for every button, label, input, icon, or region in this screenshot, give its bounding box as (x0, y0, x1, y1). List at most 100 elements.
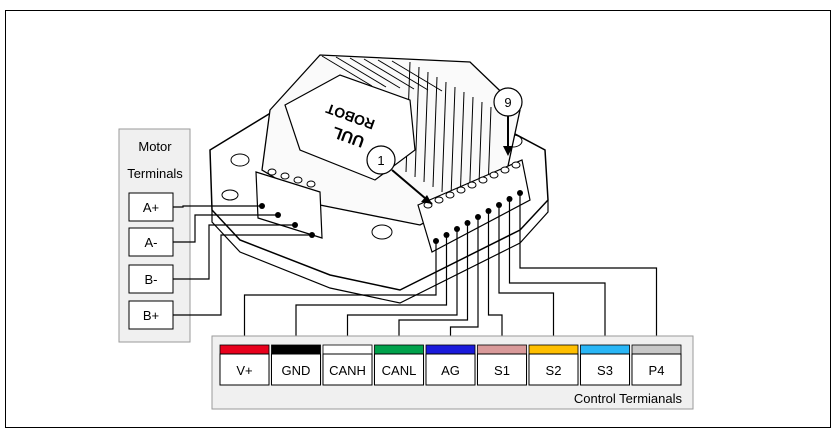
control-wire (519, 193, 658, 345)
screw-icon (267, 168, 277, 176)
control-terminal-label: V+ (236, 363, 252, 378)
motor-wire (173, 234, 312, 316)
control-terminal: P4 (631, 344, 682, 386)
heatsink-fin (349, 57, 401, 89)
screw-icon (280, 172, 290, 180)
motor-wire (173, 224, 295, 280)
mount-hole-icon (230, 153, 250, 167)
screw-icon (467, 181, 477, 189)
motor-terminal: A+ (128, 192, 174, 222)
callout-label: 1 (377, 153, 384, 168)
motor-terminal-box (128, 264, 174, 294)
wire-dot-icon (275, 212, 281, 218)
terminal-color-bar (528, 344, 579, 355)
motor-terminal-label: A+ (143, 200, 159, 215)
control-terminal-box (425, 353, 476, 386)
mount-hole-icon (221, 189, 239, 201)
screw-icon (489, 171, 499, 179)
screw-icon (445, 191, 455, 199)
control-terminal-label: P4 (649, 363, 665, 378)
heatsink-fin (321, 55, 373, 87)
wire-dot-icon (496, 202, 502, 208)
heatsink-fin (363, 58, 415, 90)
control-terminals-group: V+ GND CANH CANL AG S1 S2 S3 P4 Control Termiana… (211, 335, 694, 410)
control-terminal-box (477, 353, 527, 386)
control-terminal-label: S1 (494, 363, 510, 378)
figure-frame (5, 10, 831, 428)
control-terminal-box (271, 353, 321, 386)
wire-dot-icon (443, 232, 450, 238)
terminal-color-bar (322, 344, 373, 355)
pin-callout-1: 1 (366, 145, 433, 205)
control-terminal: CANH (322, 344, 373, 386)
mount-hole-icon (371, 224, 393, 240)
control-terminal: S3 (580, 344, 630, 386)
arrow-head-icon (421, 195, 432, 204)
wire-dot-icon (309, 232, 315, 238)
terminal-color-bar (425, 344, 476, 355)
control-wire (243, 241, 437, 345)
motor-terminal-label: B- (145, 272, 158, 287)
control-terminal: GND (271, 344, 321, 386)
heatsink-fin (377, 59, 429, 91)
control-wire (398, 223, 469, 345)
control-terminal-label: GND (282, 363, 311, 378)
control-connector (417, 159, 531, 253)
control-terminal-label: CANL (382, 363, 417, 378)
motor-wire (173, 205, 262, 208)
wires (173, 190, 658, 345)
control-terminal-label: AG (441, 363, 460, 378)
motor-terminal-label: A- (145, 235, 158, 250)
control-wire (508, 199, 606, 345)
wire-dot-icon (517, 190, 523, 196)
motor-terminal: A- (128, 227, 174, 257)
motor-group-title-2: Terminals (127, 166, 183, 181)
terminal-color-bar (219, 344, 270, 355)
motor-terminal: B+ (128, 300, 174, 330)
control-terminal: CANL (374, 344, 424, 386)
terminal-color-bar (580, 344, 630, 355)
heatsink-fin (450, 86, 456, 198)
heatsink-fin (391, 60, 443, 92)
terminal-color-bar (631, 344, 682, 355)
control-terminal-box (374, 353, 424, 386)
wire-dot-icon (454, 226, 460, 232)
control-terminal-box (528, 353, 579, 386)
motor-wire (173, 214, 278, 243)
control-terminal-label: CANH (329, 363, 366, 378)
wire-dot-icon (475, 214, 481, 220)
heatsink-fin (432, 76, 438, 188)
device-illustration: ROBOT UUL (209, 54, 549, 304)
callout-label: 9 (504, 95, 511, 110)
callout-circle-icon (366, 145, 396, 175)
motor-group-title-1: Motor (138, 139, 172, 154)
control-terminal-box (631, 353, 682, 386)
motor-connector (255, 171, 323, 239)
motor-terminals-group: Motor Terminals A+ A- B- B+ (118, 128, 191, 343)
heatsink-fin (414, 66, 420, 178)
control-terminal-label: S3 (597, 363, 613, 378)
motor-terminal-box (128, 300, 174, 330)
screw-icon (478, 176, 488, 184)
screw-icon (306, 180, 316, 188)
control-terminal-box (580, 353, 630, 386)
wire-dot-icon (506, 196, 513, 202)
control-terminal: S2 (528, 344, 579, 386)
wire-dot-icon (464, 220, 471, 226)
heatsink-fin (335, 56, 387, 88)
pin-callout-9: 9 (493, 87, 523, 156)
control-group-title: Control Termianals (574, 391, 683, 406)
control-terminal: V+ (219, 344, 270, 386)
connector-screws (267, 161, 521, 209)
arrow-head-icon (503, 146, 513, 156)
screw-icon (500, 166, 510, 174)
wire-dot-icon (292, 222, 298, 228)
control-wire (346, 229, 458, 345)
control-wire (498, 205, 555, 345)
terminal-color-bar (374, 344, 424, 355)
control-terminal-box (322, 353, 373, 386)
heatsink-fin (423, 71, 429, 183)
screw-icon (511, 161, 521, 169)
motor-terminal-label: B+ (143, 308, 159, 323)
